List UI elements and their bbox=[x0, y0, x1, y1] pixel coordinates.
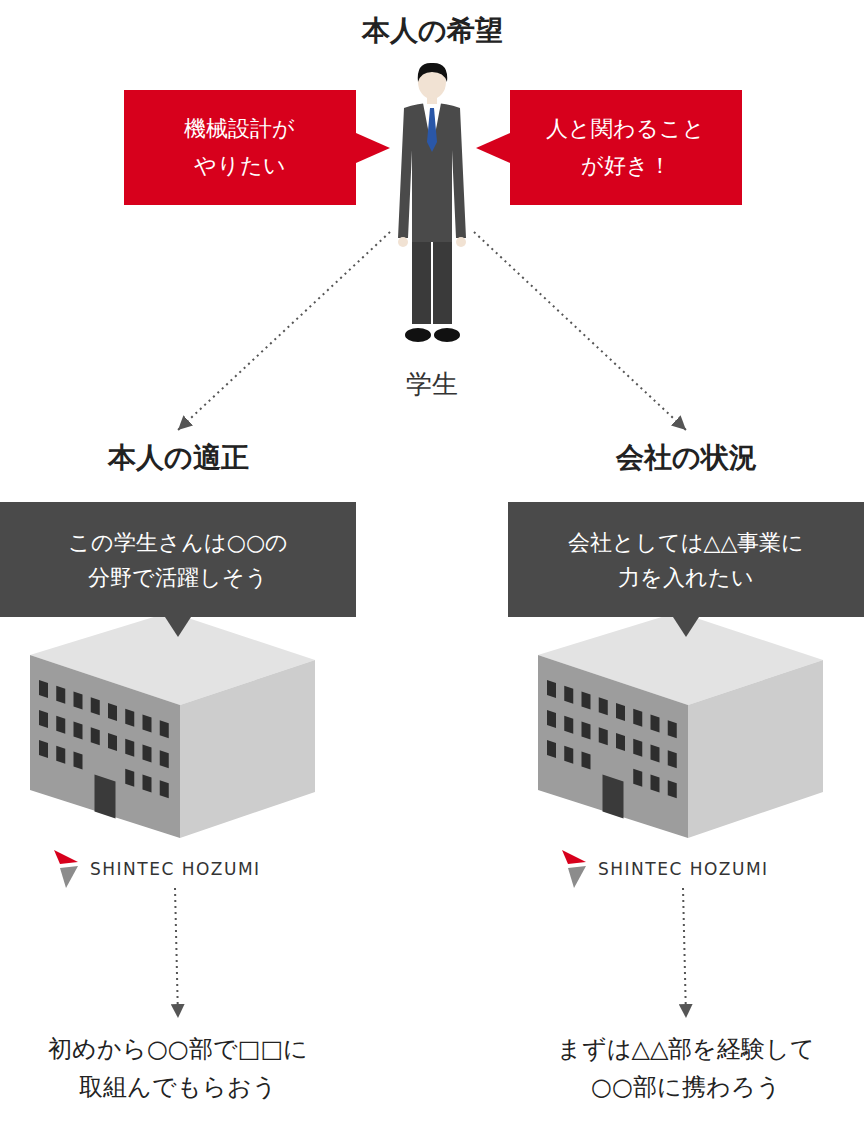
building-door bbox=[95, 775, 116, 819]
student-figure bbox=[398, 63, 466, 342]
callout-tail bbox=[476, 133, 510, 163]
dotted-arrow bbox=[474, 232, 686, 430]
company-logo-text: SHINTEC HOZUMI bbox=[30, 858, 320, 888]
result-node: 初めから○○部で□□に取組んでもらおう bbox=[0, 1018, 356, 1107]
diagram-title: 本人の希望 bbox=[0, 12, 864, 50]
dark-node: 本人の適正この学生さんは○○の分野で活躍しそう bbox=[0, 430, 356, 617]
shoe bbox=[434, 328, 460, 342]
dotted-arrow bbox=[178, 232, 390, 430]
building-window bbox=[160, 750, 169, 768]
building-window bbox=[160, 720, 169, 738]
callout-text: 人と関わることが好き！ bbox=[545, 111, 708, 184]
building-side bbox=[180, 660, 315, 838]
logo-mark bbox=[54, 850, 78, 864]
red-node: 機械設計がやりたい bbox=[124, 90, 356, 205]
bldg-node: SHINTEC HOZUMI bbox=[538, 606, 828, 888]
building-window bbox=[143, 715, 152, 733]
building-window bbox=[125, 709, 134, 727]
building-window bbox=[160, 780, 169, 798]
trouser-leg bbox=[412, 228, 431, 324]
result-node: まずは△△部を経験して○○部に携わろう bbox=[508, 1018, 864, 1107]
comment-text: この学生さんは○○の分野で活躍しそう bbox=[64, 525, 293, 595]
building-front bbox=[30, 655, 180, 838]
shoe bbox=[405, 328, 431, 342]
building-window bbox=[74, 692, 83, 710]
building-window bbox=[125, 739, 134, 757]
section-heading: 会社の状況 bbox=[508, 430, 864, 502]
trouser-leg bbox=[433, 228, 452, 324]
result-text: まずは△△部を経験して○○部に携わろう bbox=[549, 1018, 823, 1107]
hand bbox=[398, 237, 408, 247]
comment-box: 会社としては△△事業に力を入れたい bbox=[508, 502, 864, 617]
suit-jacket bbox=[398, 103, 466, 242]
dotted-arrow bbox=[175, 888, 178, 1018]
section-heading: 本人の適正 bbox=[0, 430, 356, 502]
building-window bbox=[143, 775, 152, 793]
person-node: 学生 bbox=[390, 62, 474, 402]
building-window bbox=[74, 752, 83, 770]
callout-tail bbox=[356, 133, 390, 163]
building-window bbox=[108, 703, 117, 721]
company-logo-text: SHINTEC HOZUMI bbox=[538, 858, 828, 888]
building-window bbox=[39, 740, 48, 758]
dark-node: 会社の状況会社としては△△事業に力を入れたい bbox=[508, 430, 864, 617]
building-window bbox=[56, 746, 65, 764]
building-window bbox=[108, 733, 117, 751]
comment-tail bbox=[165, 617, 191, 637]
comment-text: 会社としては△△事業に力を入れたい bbox=[561, 525, 812, 595]
result-text: 初めから○○部で□□に取組んでもらおう bbox=[41, 1018, 315, 1107]
hair bbox=[418, 63, 447, 82]
comment-box: この学生さんは○○の分野で活躍しそう bbox=[0, 502, 356, 617]
building-window bbox=[143, 745, 152, 763]
logo-mark bbox=[60, 866, 78, 888]
building-window bbox=[56, 686, 65, 704]
hand bbox=[456, 237, 466, 247]
callout-text: 機械設計がやりたい bbox=[181, 111, 300, 184]
building bbox=[30, 612, 315, 888]
building-window bbox=[91, 727, 100, 745]
building-window bbox=[56, 716, 65, 734]
building-window bbox=[39, 680, 48, 698]
bldg-node: SHINTEC HOZUMI bbox=[30, 606, 320, 888]
building bbox=[538, 612, 823, 888]
comment-tail bbox=[673, 617, 699, 637]
building-window bbox=[125, 769, 134, 787]
figure-caption: 学生 bbox=[406, 366, 458, 402]
necktie bbox=[427, 108, 437, 152]
building-window bbox=[74, 722, 83, 740]
building-window bbox=[39, 710, 48, 728]
dotted-arrow bbox=[683, 888, 686, 1018]
building-window bbox=[91, 697, 100, 715]
red-node: 人と関わることが好き！ bbox=[510, 90, 742, 205]
